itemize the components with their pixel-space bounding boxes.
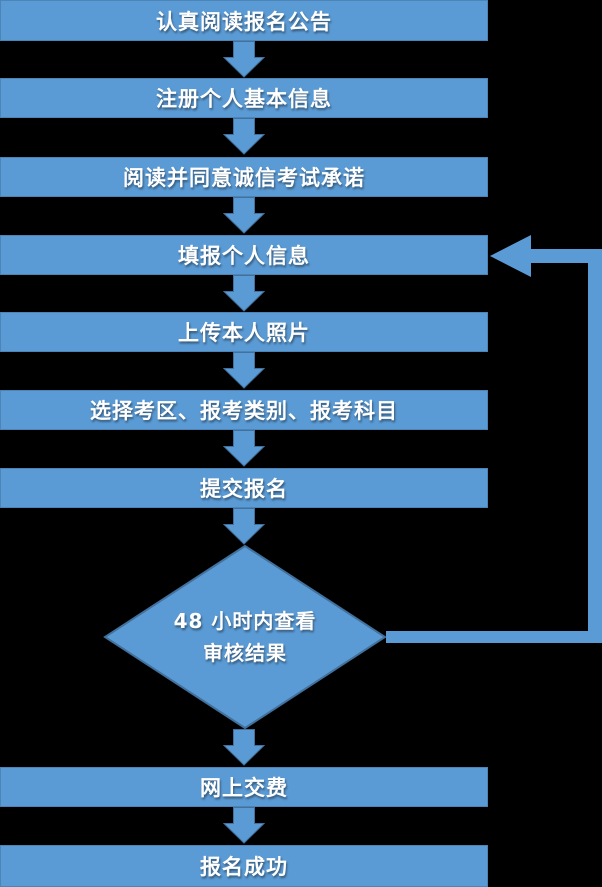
step-label: 阅读并同意诚信考试承诺	[123, 166, 365, 190]
step-label: 提交报名	[200, 477, 288, 501]
down-arrow-icon	[223, 508, 265, 545]
down-arrow-icon	[223, 275, 265, 312]
step-label: 报名成功	[200, 855, 288, 879]
step-label: 上传本人照片	[178, 321, 310, 345]
step-box-select-exam-options: 选择考区、报考类别、报考科目	[0, 390, 488, 430]
step-box-agree-commitment: 阅读并同意诚信考试承诺	[0, 157, 488, 197]
step-label: 认真阅读报名公告	[156, 9, 332, 34]
step-box-read-announcement: 认真阅读报名公告	[0, 0, 488, 41]
step-label: 填报个人信息	[178, 244, 310, 268]
step-box-submit-registration: 提交报名	[0, 468, 488, 508]
down-arrow-icon	[223, 197, 265, 234]
step-box-upload-photo: 上传本人照片	[0, 312, 488, 352]
step-label: 选择考区、报考类别、报考科目	[90, 399, 398, 423]
decision-line-1: 48 小时内查看	[173, 609, 317, 633]
step-label: 网上交费	[200, 776, 288, 800]
down-arrow-icon	[223, 729, 265, 766]
down-arrow-icon	[223, 118, 265, 155]
down-arrow-icon	[223, 430, 265, 467]
decision-diamond	[103, 544, 387, 730]
down-arrow-icon	[223, 41, 265, 78]
step-box-register-info: 注册个人基本信息	[0, 78, 488, 118]
down-arrow-icon	[223, 807, 265, 844]
decision-label: 48 小时内查看 审核结果	[103, 544, 387, 730]
step-box-pay-online: 网上交费	[0, 767, 488, 807]
decision-line-2: 审核结果	[203, 641, 287, 665]
step-box-registration-success: 报名成功	[0, 845, 488, 887]
step-label: 注册个人基本信息	[156, 87, 332, 111]
down-arrow-icon	[223, 352, 265, 389]
step-box-fill-personal-info: 填报个人信息	[0, 235, 488, 275]
